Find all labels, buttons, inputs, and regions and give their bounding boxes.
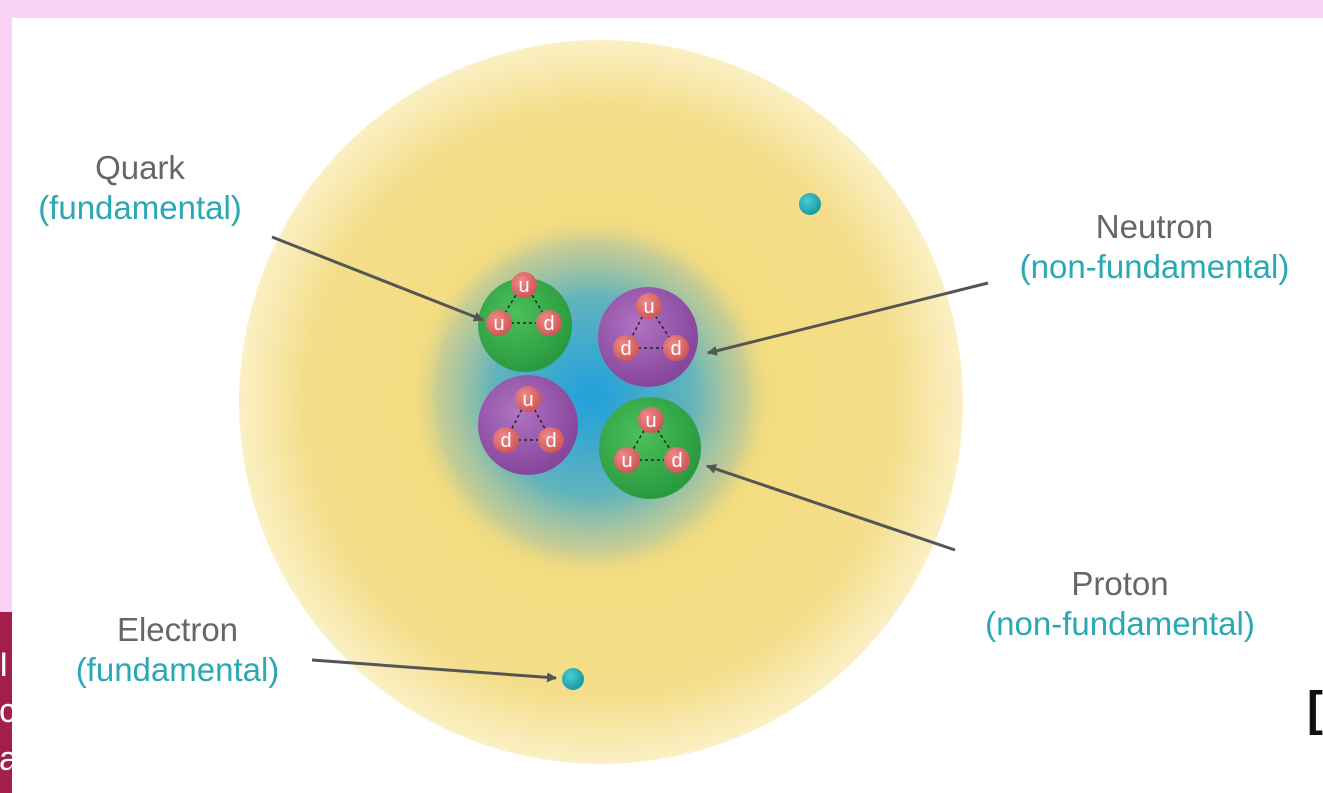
quark-icon	[515, 386, 541, 412]
quark-icon	[614, 447, 640, 473]
quark-label: d	[620, 338, 631, 360]
electron-icon-bottom	[562, 668, 584, 690]
right-edge-glyph: [	[1308, 690, 1323, 736]
quark-icon	[636, 293, 662, 319]
nucleus-glow	[410, 215, 774, 579]
quark-icon	[486, 310, 512, 336]
quark-label: d	[545, 430, 556, 452]
quark-label: u	[518, 275, 529, 297]
label-quark-name: Quark	[95, 149, 185, 186]
top-background-band	[0, 0, 1323, 18]
left-edge-letter: I	[0, 646, 9, 684]
quark-label: d	[500, 430, 511, 452]
label-proton-name: Proton	[1071, 565, 1169, 602]
arrow-quark	[271, 235, 484, 322]
arrow-neutron	[707, 281, 989, 356]
quark-label: d	[670, 338, 681, 360]
label-electron-kind: (fundamental)	[75, 650, 280, 688]
label-proton: Proton (non-fundamental)	[950, 564, 1290, 643]
electron-icon-top	[799, 193, 821, 215]
neutron-bottom-left: u d d	[478, 375, 578, 475]
label-neutron: Neutron (non-fundamental)	[986, 207, 1323, 286]
proton-top-left: u u d	[478, 272, 572, 372]
quark-icon	[638, 407, 664, 433]
quark-label: d	[671, 450, 682, 472]
left-background-band	[0, 18, 12, 793]
right-edge-glyph-fragment: [	[1308, 690, 1323, 736]
quark-icon	[493, 427, 519, 453]
proton-sphere	[599, 397, 701, 499]
left-edge-slide-fragment: I c a	[0, 612, 12, 793]
quark-icon	[536, 310, 562, 336]
quark-label: u	[645, 410, 656, 432]
quark-label: u	[493, 313, 504, 335]
label-electron: Electron (fundamental)	[45, 610, 310, 689]
proton-bottom-right: u u d	[599, 397, 701, 499]
label-quark-kind: (fundamental)	[38, 188, 242, 226]
quark-label: u	[643, 296, 654, 318]
label-proton-kind: (non-fundamental)	[985, 604, 1255, 642]
quark-icon	[511, 272, 537, 298]
quark-label: u	[621, 450, 632, 472]
quark-icon	[663, 335, 689, 361]
arrow-electron	[311, 658, 557, 683]
quark-icon	[538, 427, 564, 453]
neutron-sphere	[598, 287, 698, 387]
label-neutron-kind: (non-fundamental)	[1019, 247, 1290, 285]
quark-icon	[664, 447, 690, 473]
left-edge-letter: c	[0, 692, 12, 730]
left-edge-letter: a	[0, 740, 12, 778]
quark-label: d	[543, 313, 554, 335]
quark-label: u	[522, 389, 533, 411]
label-neutron-name: Neutron	[1095, 208, 1214, 245]
quark-icon	[613, 335, 639, 361]
arrow-proton	[706, 464, 956, 552]
label-electron-name: Electron	[116, 611, 239, 648]
neutron-top-right: u d d	[598, 287, 698, 387]
label-quark: Quark (fundamental)	[0, 148, 280, 227]
proton-sphere	[478, 278, 572, 372]
